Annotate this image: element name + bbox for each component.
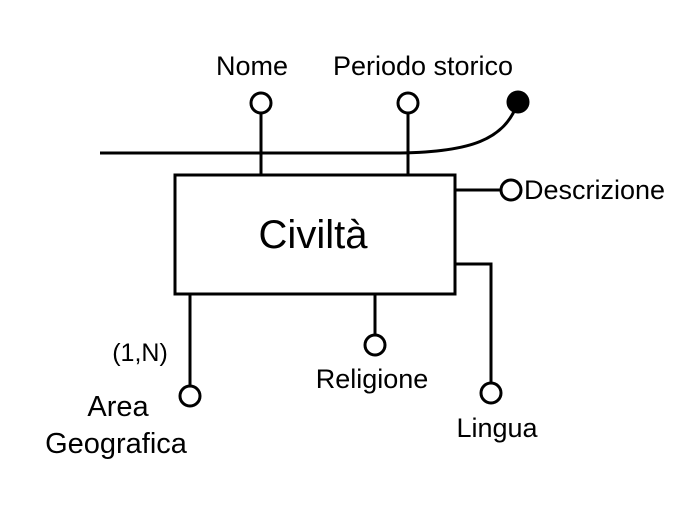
descrizione-attribute-circle bbox=[499, 178, 523, 202]
entity-box bbox=[173, 173, 457, 296]
identifier-line bbox=[100, 101, 520, 155]
area-geografica-label-line1: Area bbox=[87, 391, 149, 423]
area-geografica-attribute-circle bbox=[178, 384, 202, 408]
area-geografica-label-line2: Geografica bbox=[45, 428, 188, 460]
identifier-filled-circle bbox=[506, 90, 530, 114]
lingua-connector bbox=[455, 262, 493, 382]
religione-attribute-circle bbox=[363, 333, 387, 357]
nome-attribute-circle bbox=[249, 91, 273, 115]
religione-label: Religione bbox=[316, 364, 429, 394]
nome-label: Nome bbox=[216, 51, 288, 81]
periodo-storico-attribute-circle bbox=[396, 91, 420, 115]
entity-name: Civiltà bbox=[259, 213, 369, 257]
area-geografica-cardinality: (1,N) bbox=[112, 339, 168, 367]
lingua-attribute-circle bbox=[479, 381, 503, 405]
descrizione-label: Descrizione bbox=[524, 175, 665, 205]
lingua-label: Lingua bbox=[456, 413, 538, 443]
periodo-storico-label: Periodo storico bbox=[333, 51, 513, 81]
